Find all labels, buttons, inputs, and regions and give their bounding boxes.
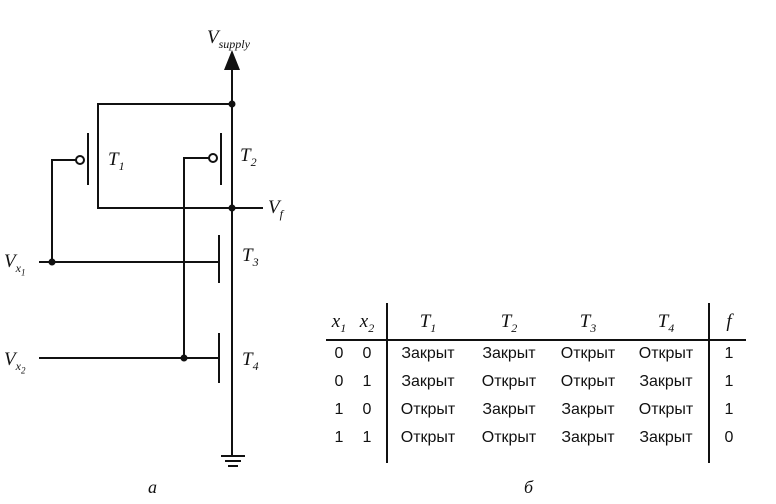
t4-label: T4 [242,350,259,372]
header-divider [326,339,746,341]
t4-label-main: T [242,349,253,370]
input2-label-main: V [4,349,16,370]
input1-label-sub: x [15,260,21,275]
cell-x2: 0 [362,345,372,362]
cell-t1: Открыт [400,401,456,418]
cell-t4: Закрыт [639,373,693,390]
table-row: 1 0 Открыт Закрыт Закрыт Открыт 1 [326,397,746,423]
header-t4: T4 [657,311,675,335]
supply-label-main: V [207,27,219,48]
supply-label-sub: supply [218,36,250,51]
table-row: 0 0 Закрыт Закрыт Открыт Открыт 1 [326,341,746,367]
cell-f: 1 [724,373,734,390]
header-t2: T2 [500,311,518,335]
cell-t2: Открыт [481,373,537,390]
input2-label-subsub: 2 [20,365,26,376]
t4-label-sub: 4 [252,358,259,373]
table-row: 0 1 Закрыт Открыт Открыт Закрыт 1 [326,369,746,395]
cell-t4: Открыт [638,345,694,362]
t1-gate-bubble [75,155,85,165]
cell-t2: Открыт [481,429,537,446]
input2-node [180,354,188,362]
cell-t2: Закрыт [482,345,536,362]
circuit-caption: а [148,477,157,497]
cell-t1: Открыт [400,429,456,446]
cell-f: 1 [724,345,734,362]
output-label-sub: f [279,206,283,221]
cell-t3: Открыт [560,373,616,390]
cell-t1: Закрыт [401,345,455,362]
output-label-main: V [268,197,280,218]
t1-label-main: T [108,149,119,170]
cell-t3: Закрыт [561,429,615,446]
t3-label-sub: 3 [252,254,259,269]
cell-f: 1 [724,401,734,418]
cell-f: 0 [724,429,734,446]
header-x2: x2 [359,311,375,335]
cell-x2: 0 [362,401,372,418]
supply-arrow [224,50,240,70]
cell-x1: 1 [334,429,344,446]
supply-label: Vsupply [207,28,250,50]
cell-x2: 1 [362,429,372,446]
t1-label-sub: 1 [118,158,125,173]
input1-node [48,258,56,266]
t3-label-main: T [242,245,253,266]
cell-t3: Закрыт [561,401,615,418]
input1-label-subsub: 1 [20,267,26,278]
col-divider-inputs [386,303,388,463]
output-label: Vf [268,198,283,220]
t1-label: T1 [108,150,125,172]
cell-t3: Открыт [560,345,616,362]
cell-t2: Закрыт [482,401,536,418]
cell-x1: 1 [334,401,344,418]
t2-label: T2 [240,146,257,168]
cell-x2: 1 [362,373,372,390]
cell-x1: 0 [334,373,344,390]
input1-label: Vx1 [4,252,25,277]
t2-label-main: T [240,145,251,166]
input2-label: Vx2 [4,350,25,375]
t2-label-sub: 2 [250,154,257,169]
t3-label: T3 [242,246,259,268]
t2-gate-bubble [208,153,218,163]
input2-label-sub: x [15,358,21,373]
table-caption: б [524,477,534,497]
cell-t1: Закрыт [401,373,455,390]
input1-label-main: V [4,251,16,272]
header-t1: T1 [419,311,437,335]
table-header-row: x1 x2 T1 T2 T3 T4 f [326,309,746,335]
col-divider-output [708,303,710,463]
cell-x1: 0 [334,345,344,362]
cell-t4: Открыт [638,401,694,418]
header-f: f [726,311,732,332]
table-row: 1 1 Открыт Открыт Закрыт Закрыт 0 [326,425,746,451]
cell-t4: Закрыт [639,429,693,446]
header-x1: x1 [331,311,347,335]
header-t3: T3 [579,311,597,335]
